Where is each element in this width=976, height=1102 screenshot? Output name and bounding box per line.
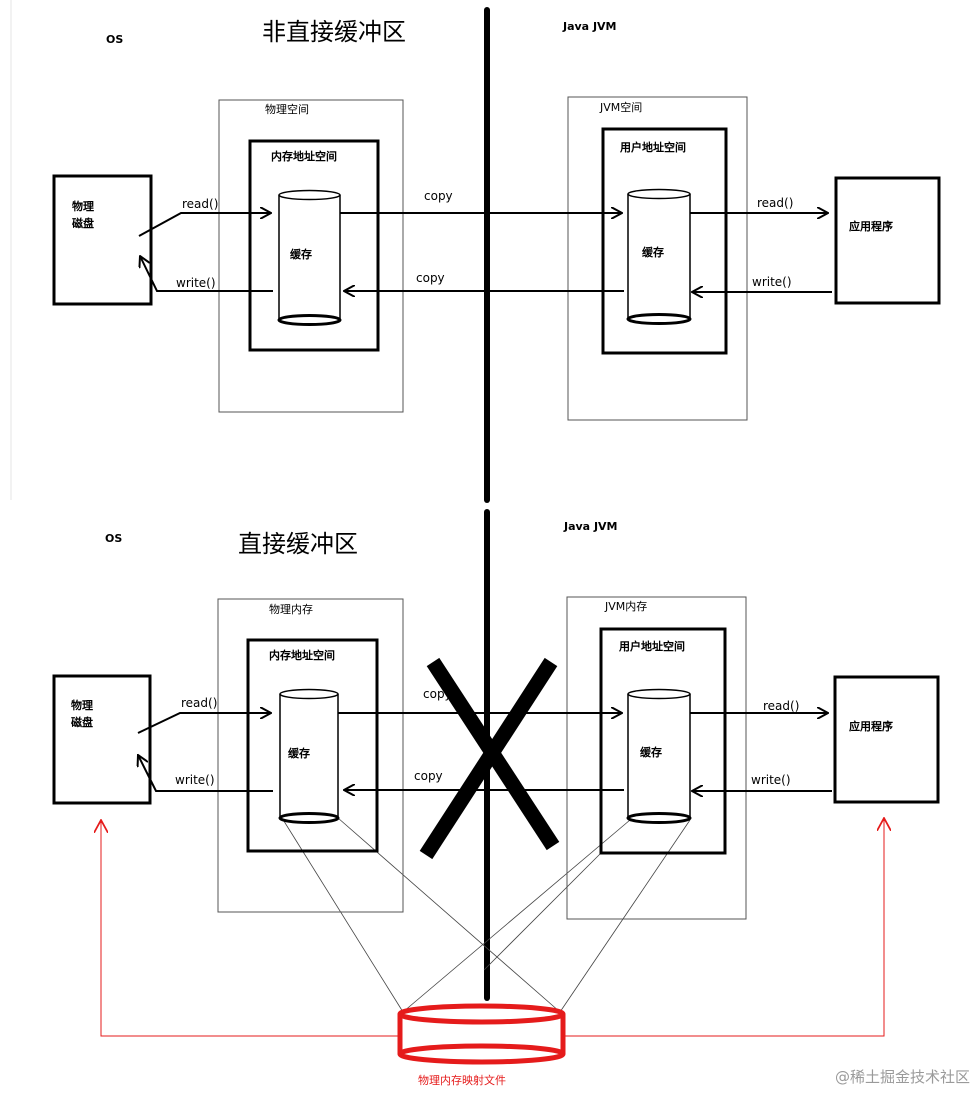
jvm-memory-box xyxy=(566,596,747,920)
application-label: 应用程序 xyxy=(849,219,893,233)
user-address-space-box xyxy=(599,627,727,855)
user-address-space-label: 用户地址空间 xyxy=(620,140,686,154)
os-cache-label: 缓存 xyxy=(290,247,312,261)
direct-buffer-section: OS 直接缓冲区 Java JVM 物理内存 内存地址空间 缓存 JVM内存 用… xyxy=(52,520,940,1087)
jvm-cache-cylinder xyxy=(626,188,692,325)
write-arrow-left xyxy=(140,256,273,292)
read-label-left: read() xyxy=(181,696,217,710)
physical-memory-box xyxy=(217,598,404,913)
os-cache-cylinder xyxy=(277,189,342,326)
jvm-space-box xyxy=(567,96,748,421)
disk-label-line2: 磁盘 xyxy=(72,216,94,230)
copy-label-top: copy xyxy=(424,189,453,203)
application-box xyxy=(833,675,940,804)
no-copy-cross-icon xyxy=(419,657,560,860)
mapped-file-cylinder xyxy=(397,1003,566,1065)
os-label: OS xyxy=(105,532,122,545)
disk-label-line1: 物理 xyxy=(72,199,94,213)
physical-disk-box xyxy=(52,674,152,805)
memory-address-space-box xyxy=(248,139,380,352)
read-label-left: read() xyxy=(182,197,218,211)
section-title: 直接缓冲区 xyxy=(238,530,358,558)
non-direct-buffer-section: OS 非直接缓冲区 Java JVM 物理空间 内存地址空间 缓存 JVM空间 … xyxy=(52,18,941,421)
read-label-right: read() xyxy=(763,699,799,713)
mapped-file-to-disk-line xyxy=(101,820,398,1037)
write-label-right: write() xyxy=(752,275,792,289)
write-label-left: write() xyxy=(175,773,215,787)
user-address-space-box xyxy=(601,127,728,355)
write-label-left: write() xyxy=(176,276,216,290)
os-cache-cylinder xyxy=(278,688,340,824)
jvm-cache-label: 缓存 xyxy=(640,745,662,759)
jvm-label: Java JVM xyxy=(563,520,618,533)
disk-label-line2: 磁盘 xyxy=(71,715,93,729)
physical-space-label: 物理空间 xyxy=(265,102,309,116)
physical-memory-label: 物理内存 xyxy=(269,602,313,616)
mapped-file-label: 物理内存映射文件 xyxy=(418,1073,506,1087)
jvm-memory-label: JVM内存 xyxy=(604,599,647,613)
os-cache-label: 缓存 xyxy=(288,746,310,760)
read-arrow-left xyxy=(138,213,271,237)
read-label-right: read() xyxy=(757,196,793,210)
memory-address-space-label: 内存地址空间 xyxy=(271,149,337,163)
jvm-cache-cylinder xyxy=(626,688,692,824)
memory-address-space-box xyxy=(246,638,379,853)
jvm-cache-label: 缓存 xyxy=(642,245,664,259)
watermark: @稀土掘金技术社区 xyxy=(834,1068,970,1086)
physical-space-box xyxy=(218,99,404,413)
application-box xyxy=(834,176,941,305)
section-title: 非直接缓冲区 xyxy=(262,18,406,46)
jvm-space-label: JVM空间 xyxy=(599,100,642,114)
mapped-file-to-app-line xyxy=(565,818,884,1037)
write-label-right: write() xyxy=(751,773,791,787)
write-arrow-left xyxy=(138,755,273,792)
physical-disk-box xyxy=(52,174,153,306)
user-address-space-label: 用户地址空间 xyxy=(619,639,685,653)
jvm-label: Java JVM xyxy=(562,20,617,33)
read-arrow-left xyxy=(137,713,271,734)
application-label: 应用程序 xyxy=(849,719,893,733)
disk-label-line1: 物理 xyxy=(71,698,93,712)
os-label: OS xyxy=(106,33,123,46)
memory-address-space-label: 内存地址空间 xyxy=(269,648,335,662)
copy-label-bottom: copy xyxy=(416,271,445,285)
copy-label-bottom: copy xyxy=(414,769,443,783)
